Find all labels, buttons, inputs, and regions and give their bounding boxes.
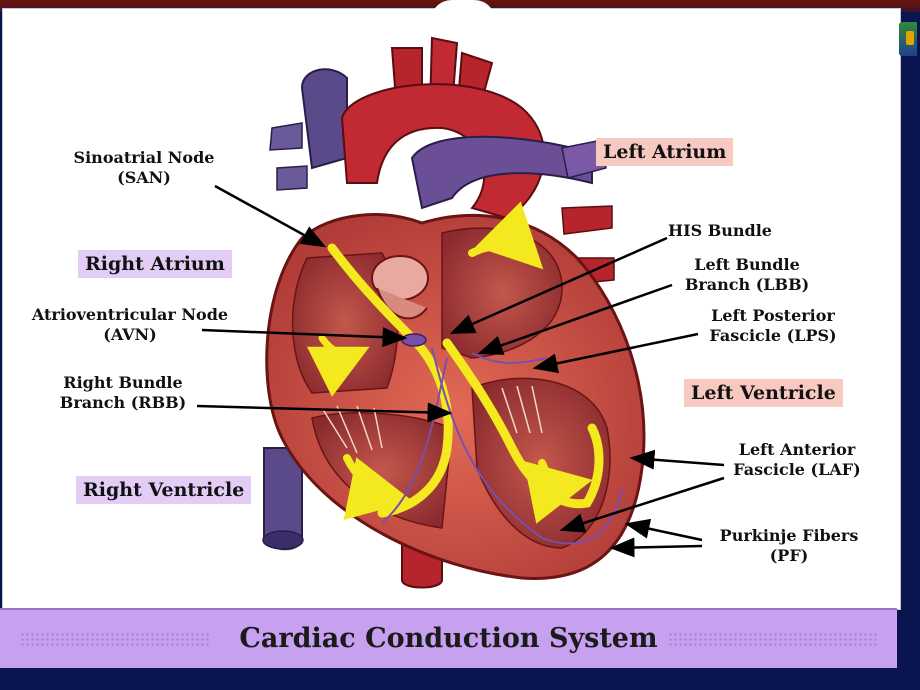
label-right-atrium: Right Atrium [78, 250, 232, 278]
label-laf-line1: Left Anterior [738, 440, 856, 459]
label-avn: Atrioventricular Node (AVN) [30, 305, 230, 345]
label-rbb-line1: Right Bundle [63, 373, 183, 392]
pointer-lps [532, 332, 699, 374]
pointer-his [449, 236, 668, 335]
label-san-line1: Sinoatrial Node [73, 148, 215, 167]
label-lps-line2: Fascicle (LPS) [709, 326, 837, 345]
label-lbb-line2: Branch (LBB) [684, 275, 810, 294]
label-avn-line1: Atrioventricular Node [31, 305, 229, 324]
pointer-san [214, 184, 327, 248]
label-rbb: Right Bundle Branch (RBB) [48, 373, 198, 413]
label-right-ventricle: Right Ventricle [76, 476, 252, 504]
pointer-laf [629, 449, 725, 470]
label-laf: Left Anterior Fascicle (LAF) [722, 440, 872, 480]
heart-illustration [196, 36, 725, 589]
label-left-ventricle: Left Ventricle [684, 379, 843, 407]
label-lbb: Left Bundle Branch (LBB) [672, 255, 822, 295]
label-lps: Left Posterior Fascicle (LPS) [698, 306, 848, 346]
pointer-avn [201, 327, 408, 348]
label-san: Sinoatrial Node (SAN) [64, 148, 224, 188]
pointer-pf-2 [609, 537, 703, 558]
pointer-pf-1 [624, 518, 703, 542]
label-rbb-line2: Branch (RBB) [59, 393, 187, 412]
pointer-laf-2 [559, 476, 725, 533]
label-pf: Purkinje Fibers (PF) [704, 526, 874, 566]
inferior-vena-cava [262, 447, 304, 551]
label-pf-line2: (PF) [769, 546, 809, 565]
pointer-rbb [196, 402, 453, 423]
footer-bar: Cardiac Conduction System [0, 608, 897, 670]
heart-body [265, 213, 646, 580]
label-san-line2: (SAN) [117, 168, 171, 187]
pointer-lbb [477, 283, 673, 355]
av-node [401, 333, 427, 347]
label-left-atrium: Left Atrium [596, 138, 734, 166]
label-pf-line1: Purkinje Fibers [719, 526, 859, 545]
pointer-lines [196, 184, 725, 558]
bottom-band [0, 668, 920, 690]
slide-corner-icon [899, 22, 917, 56]
aorta [340, 36, 546, 220]
footer-texture-right [668, 632, 878, 646]
label-his: HIS Bundle [668, 221, 772, 240]
footer-title: Cardiac Conduction System [239, 623, 658, 654]
superior-vena-cava [269, 68, 348, 191]
pulmonary-artery [410, 135, 607, 210]
label-lps-line1: Left Posterior [711, 306, 835, 325]
label-avn-line2: (AVN) [103, 325, 157, 344]
footer-texture-left [20, 632, 210, 646]
label-laf-line2: Fascicle (LAF) [733, 460, 861, 479]
label-lbb-line1: Left Bundle [694, 255, 800, 274]
